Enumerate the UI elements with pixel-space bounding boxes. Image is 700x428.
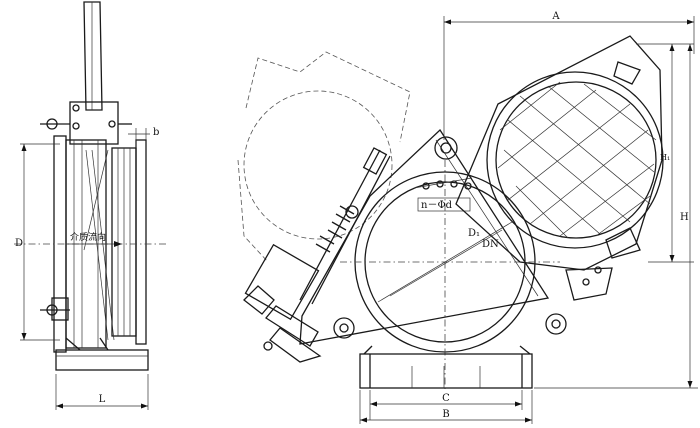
front-view: D₁ DN n－Φd (237, 11, 698, 424)
dimension-label-D1: D₁ (468, 228, 480, 239)
disc-grid (497, 81, 657, 239)
open-position-outline (243, 90, 393, 240)
disc-grid-frame (495, 81, 657, 239)
flow-arrow-icon (114, 241, 122, 247)
dimension-label-B: B (442, 409, 449, 420)
side-view: D L b 介质流向 (14, 1, 168, 410)
base-plate (359, 353, 533, 389)
dimension-label-H: H (680, 212, 689, 223)
dimension-label-L: L (99, 394, 106, 405)
dimension-label-A: A (551, 11, 560, 22)
dimension-label-C: C (442, 393, 450, 404)
bolt-spec-label: n－Φd (421, 200, 453, 211)
valve-body (299, 128, 550, 345)
dimension-label-b: b (153, 127, 159, 138)
valve-disc (455, 35, 663, 271)
actuator-cylinder (243, 147, 391, 363)
dimension-label-DN: DN (482, 239, 499, 250)
dimension-label-D: D (15, 238, 23, 249)
dimension-label-H1: H₁ (660, 153, 670, 162)
flow-direction-label: 介质流向 (70, 231, 106, 243)
